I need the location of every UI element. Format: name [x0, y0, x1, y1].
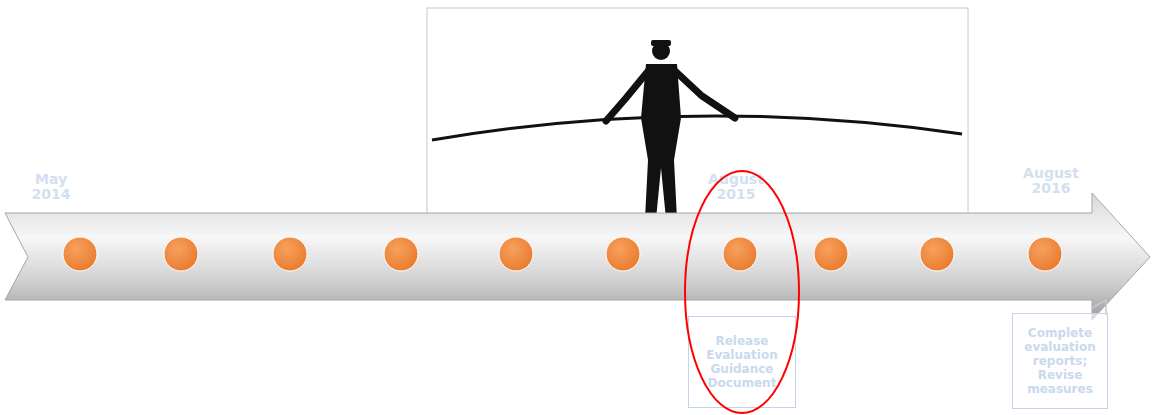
date-label: August 2016 — [1012, 166, 1090, 196]
milestone-dots — [63, 237, 1062, 271]
milestone-text: Complete evaluation reports; Revise meas… — [1013, 326, 1107, 396]
date-label: August 2015 — [702, 172, 770, 202]
highlight-ellipse — [685, 171, 799, 413]
illustration-frame — [427, 8, 968, 220]
timeline-arrow — [5, 193, 1150, 320]
milestone-text: Release Evaluation Guidance Document — [689, 334, 795, 390]
milestone-box: Complete evaluation reports; Revise meas… — [1012, 313, 1108, 409]
walker-arms — [606, 70, 735, 121]
date-label: May 2014 — [22, 172, 80, 202]
tightrope — [432, 116, 962, 140]
milestone-box: Release Evaluation Guidance Document — [688, 316, 796, 408]
